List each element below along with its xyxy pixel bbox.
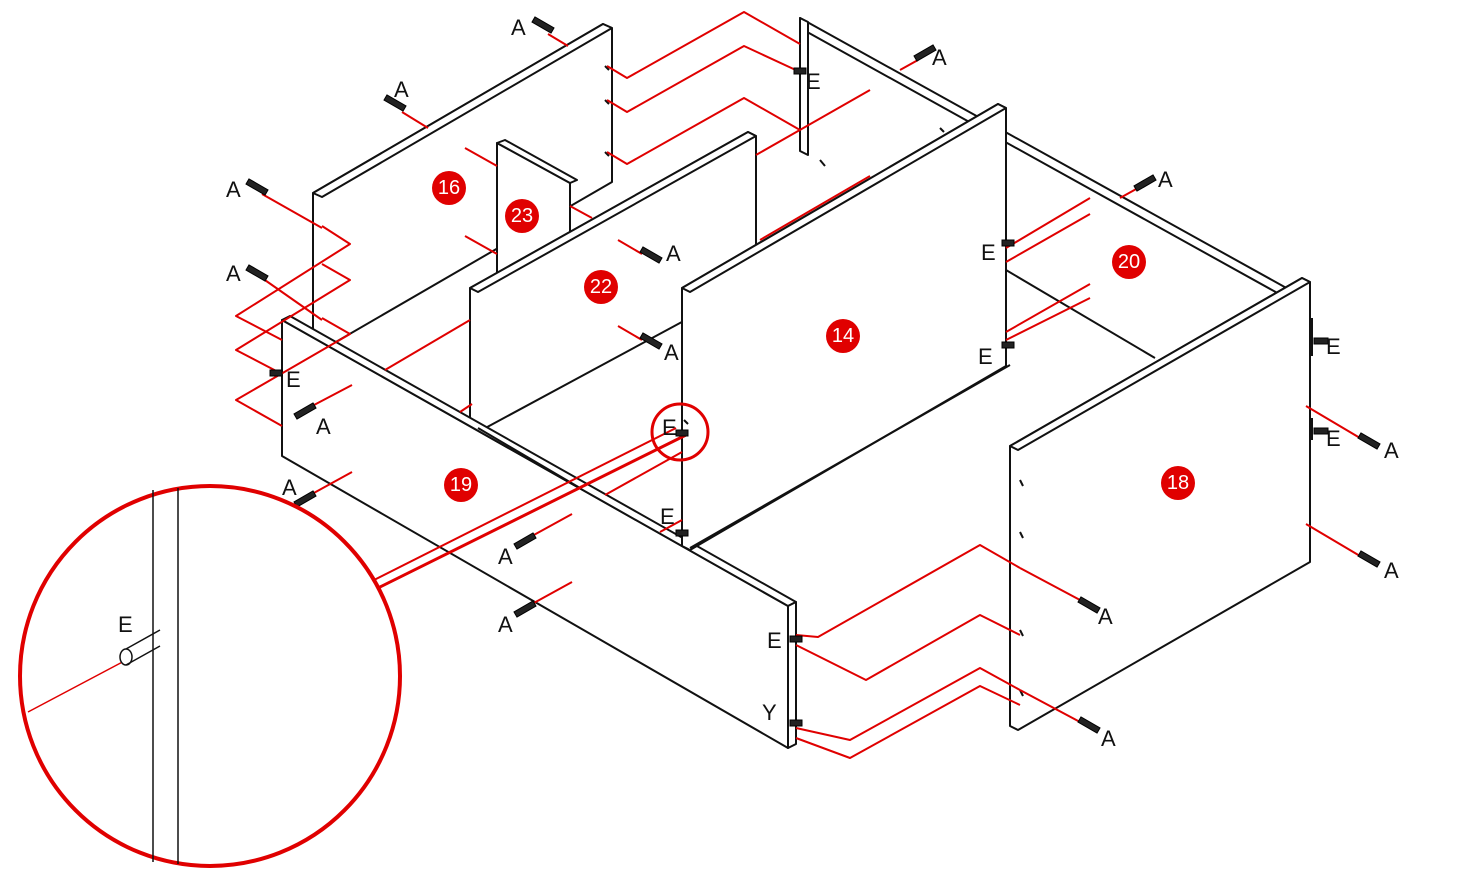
label-a: A bbox=[498, 612, 513, 637]
label-a: A bbox=[1384, 438, 1399, 463]
label-a: A bbox=[1098, 604, 1113, 629]
label-e: E bbox=[1326, 426, 1341, 451]
label-e: E bbox=[806, 69, 821, 94]
svg-text:20: 20 bbox=[1118, 251, 1140, 273]
label-a: A bbox=[394, 77, 409, 102]
label-e: E bbox=[660, 504, 675, 529]
label-a: A bbox=[316, 414, 331, 439]
label-a: A bbox=[1384, 558, 1399, 583]
label-e: E bbox=[662, 415, 677, 440]
dowel-detail-icon bbox=[18, 484, 402, 868]
screws bbox=[245, 16, 1381, 734]
detail-marker-circle bbox=[650, 402, 710, 462]
detail-label-e: E bbox=[118, 612, 133, 637]
svg-text:16: 16 bbox=[438, 177, 460, 199]
part-badge-23: 23 bbox=[505, 199, 539, 233]
label-e: E bbox=[767, 628, 782, 653]
label-e: E bbox=[286, 367, 301, 392]
label-a: A bbox=[1158, 167, 1173, 192]
connection-lines bbox=[235, 11, 1091, 759]
label-e: E bbox=[1326, 334, 1341, 359]
label-e: E bbox=[981, 240, 996, 265]
label-a: A bbox=[666, 241, 681, 266]
label-a: A bbox=[226, 261, 241, 286]
part-badge-14: 14 bbox=[826, 319, 860, 353]
part-badge-20: 20 bbox=[1112, 245, 1146, 279]
dowels bbox=[269, 67, 1329, 727]
part-badge-22: 22 bbox=[584, 270, 618, 304]
part-badge-18: 18 bbox=[1161, 466, 1195, 500]
label-a: A bbox=[498, 544, 513, 569]
panel-20 bbox=[799, 17, 1305, 546]
label-a: A bbox=[664, 340, 679, 365]
label-a: A bbox=[226, 177, 241, 202]
label-e: E bbox=[978, 344, 993, 369]
svg-text:22: 22 bbox=[590, 276, 612, 298]
label-a: A bbox=[282, 475, 297, 500]
label-a: A bbox=[932, 45, 947, 70]
svg-text:14: 14 bbox=[832, 325, 854, 347]
label-a: A bbox=[511, 15, 526, 40]
svg-text:18: 18 bbox=[1167, 472, 1189, 494]
label-y: Y bbox=[762, 700, 777, 725]
part-badge-16: 16 bbox=[432, 171, 466, 205]
label-a: A bbox=[1101, 726, 1116, 751]
svg-text:23: 23 bbox=[511, 205, 533, 227]
panel-18 bbox=[1009, 277, 1313, 731]
fitting-labels: A A A A A A A A A A A A A A A A E E E E … bbox=[118, 15, 1399, 751]
part-badge-19: 19 bbox=[444, 468, 478, 502]
svg-text:19: 19 bbox=[450, 474, 472, 496]
